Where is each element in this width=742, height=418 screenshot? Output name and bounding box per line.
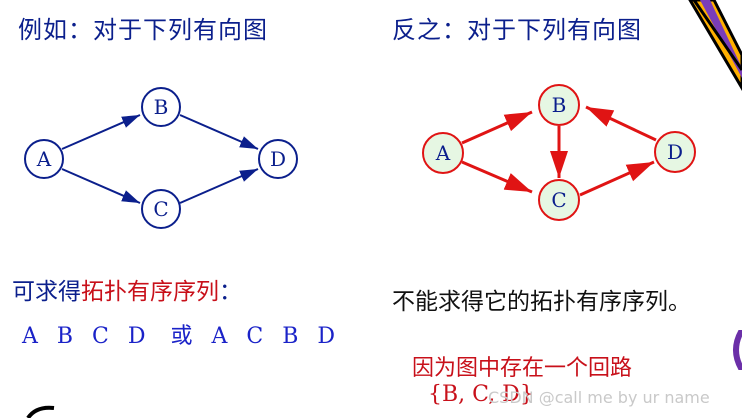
edge-a-b [61, 114, 141, 150]
sequence-line: A B C D 或 A C B D [22, 318, 341, 350]
edge-b-d [179, 114, 259, 150]
edge-a-b [461, 110, 533, 145]
cycle-reason: 因为图中存在一个回路 [412, 356, 633, 381]
node-c: C [538, 179, 580, 221]
corner-arc-decoration-icon [26, 405, 55, 418]
svg-text:A: A [36, 147, 52, 171]
svg-text:B: B [154, 95, 169, 119]
left-directed-graph: A B C D [24, 87, 298, 229]
or-word: 或 [170, 324, 193, 349]
right-title: 反之：对于下列有向图 [392, 16, 642, 44]
svg-text:A: A [435, 141, 451, 165]
node-a: A [422, 132, 464, 174]
pencil-decoration-icon [688, 0, 742, 91]
svg-text:B: B [552, 93, 567, 117]
left-title: 例如：对于下列有向图 [18, 16, 268, 44]
node-b: B [538, 84, 580, 126]
cycle-set: {B, C, D} [428, 382, 534, 407]
sequence-2: A C B D [211, 324, 342, 349]
result-suffix: ： [219, 279, 242, 305]
result-emphasis: 拓扑有序序列 [81, 279, 219, 305]
edge-c-d [179, 168, 259, 204]
edge-arc-decoration-icon [733, 330, 742, 370]
edge-a-c [461, 160, 533, 194]
svg-text:C: C [153, 197, 168, 221]
left-result: 可求得拓扑有序序列： [12, 272, 242, 306]
watermark: CSDN @call me by ur name [488, 388, 710, 407]
edge-a-c [61, 168, 141, 204]
edge-d-b [585, 105, 657, 142]
sequence-1: A B C D [22, 324, 152, 349]
node-a: A [24, 139, 64, 179]
svg-text:D: D [270, 147, 286, 171]
node-d: D [258, 139, 298, 179]
right-directed-graph: A B C D [422, 84, 696, 221]
edge-c-d [579, 160, 655, 197]
node-b: B [141, 87, 181, 127]
node-d: D [654, 131, 696, 173]
svg-text:D: D [667, 140, 683, 164]
node-c: C [141, 189, 181, 229]
right-conclusion: 不能求得它的拓扑有序序列。 [392, 289, 691, 315]
result-prefix: 可求得 [12, 279, 81, 305]
svg-text:C: C [551, 188, 566, 212]
